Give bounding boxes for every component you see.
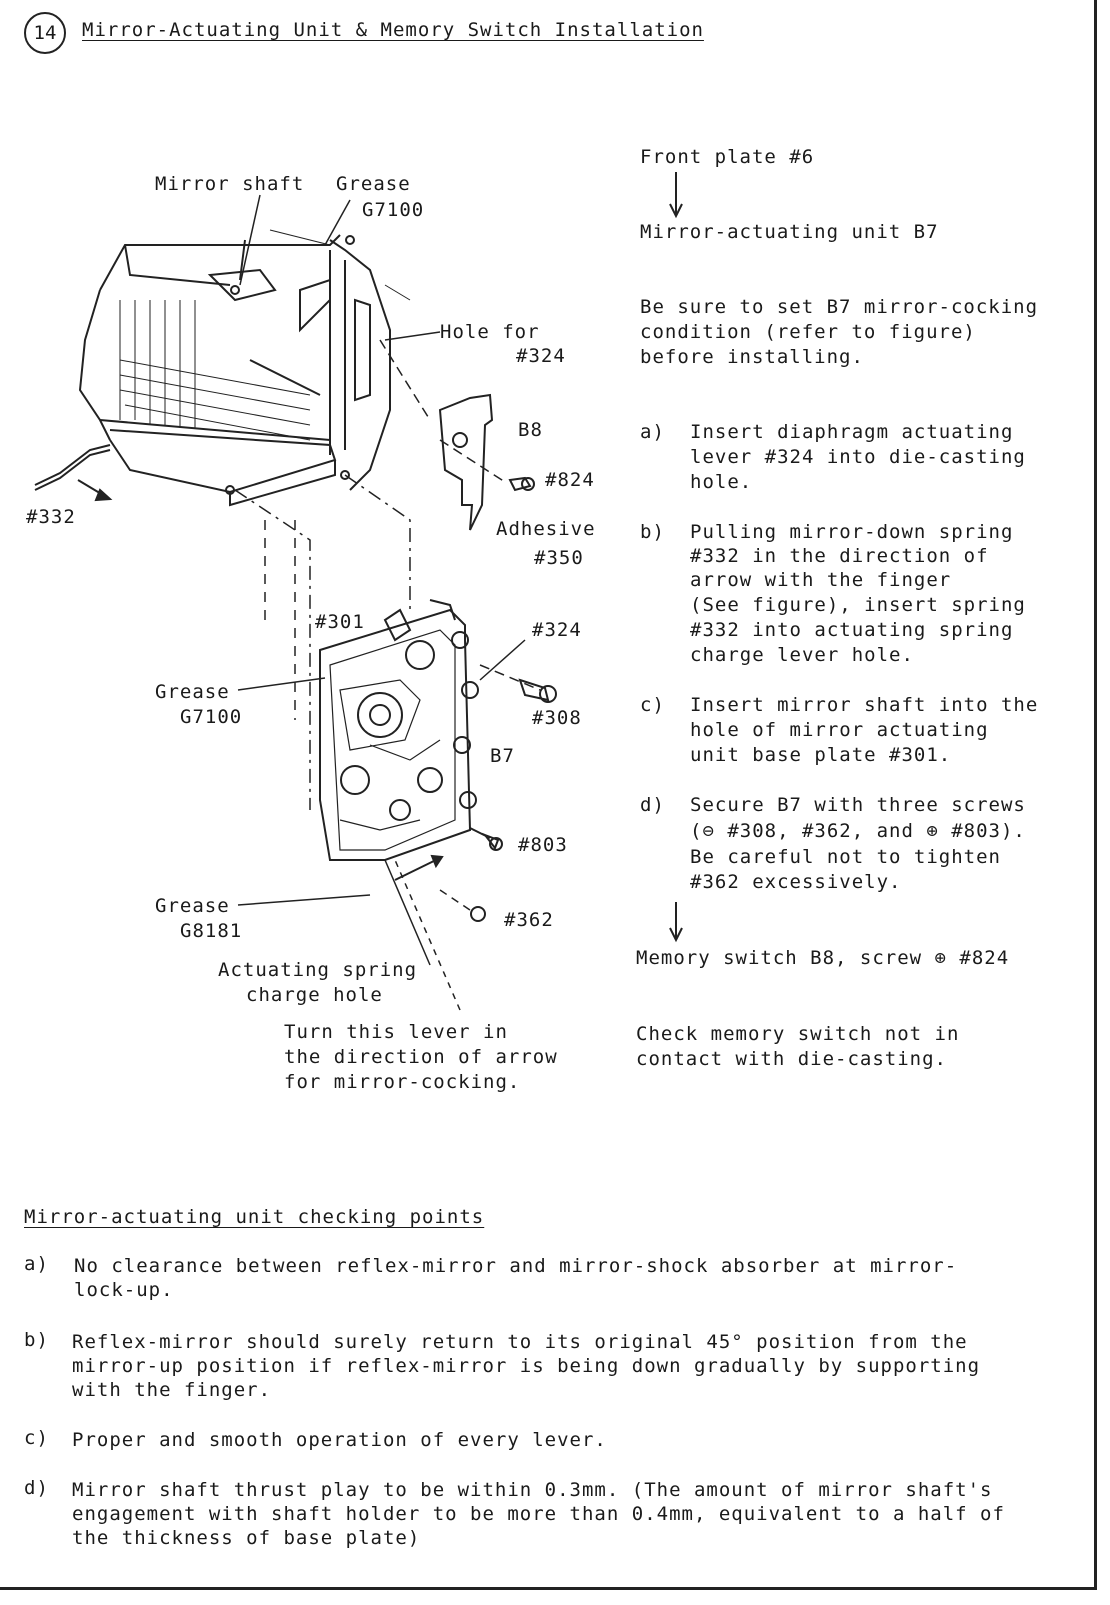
label-grease-low: Grease [155,895,230,917]
label-part-324: #324 [532,619,582,641]
procedure-memory-switch: Memory switch B8, screw ⊕ #824 [636,947,1010,969]
step-a-line-3: hole. [690,471,753,493]
step-d-line-4: #362 excessively. [690,871,902,893]
label-b8: B8 [518,419,543,441]
step-number-badge: 14 [24,12,66,54]
step-b-line-4: (See figure), insert spring [690,594,1026,616]
step-b-line-6: charge lever hole. [690,644,914,666]
label-turn-lever-1: Turn this lever in [284,1021,508,1043]
page-frame [0,0,1097,1590]
label-mirror-shaft: Mirror shaft [155,173,305,195]
label-charge-hole: charge hole [246,984,383,1006]
page-title: Mirror-Actuating Unit & Memory Switch In… [82,19,704,41]
check-item-c-letter: c) [24,1427,49,1449]
step-d-line-2: (⊖ #308, #362, and ⊕ #803). [690,820,1026,842]
label-grease-top: Grease [336,173,411,195]
step-d-line-3: Be careful not to tighten [690,846,1001,868]
procedure-note-line-1: Be sure to set B7 mirror-cocking [640,296,1039,318]
procedure-mirror-unit: Mirror-actuating unit B7 [640,221,939,243]
label-hole-for: Hole for [440,321,540,343]
procedure-front-plate: Front plate #6 [640,146,815,168]
label-turn-lever-2: the direction of arrow [284,1046,558,1068]
label-adhesive-num: #350 [534,547,584,569]
step-d-line-1: Secure B7 with three screws [690,794,1026,816]
label-part-308: #308 [532,707,582,729]
label-part-301: #301 [315,611,365,633]
step-c-line-1: Insert mirror shaft into the [690,694,1039,716]
step-b-letter: b) [640,521,665,543]
step-b-line-1: Pulling mirror-down spring [690,521,1014,543]
step-c-line-2: hole of mirror actuating [690,719,989,741]
step-a-line-2: lever #324 into die-casting [690,446,1026,468]
step-c-line-3: unit base plate #301. [690,744,952,766]
step-b-line-2: #332 in the direction of [690,545,989,567]
procedure-note-line-3: before installing. [640,346,864,368]
procedure-check-line-2: contact with die-casting. [636,1048,947,1070]
label-grease-top-code: G7100 [362,199,425,221]
label-turn-lever-3: for mirror-cocking. [284,1071,521,1093]
check-item-a-text: No clearance between reflex-mirror and m… [74,1255,958,1301]
label-screw-803: #803 [518,834,568,856]
check-item-b-text: Reflex-mirror should surely return to it… [72,1331,981,1401]
label-adhesive: Adhesive [496,518,596,540]
check-item-d-letter: d) [24,1477,49,1499]
label-grease-mid: Grease [155,681,230,703]
label-actuating-spring: Actuating spring [218,959,418,981]
label-b7: B7 [490,745,515,767]
step-a-letter: a) [640,421,665,443]
label-part-332: #332 [26,506,76,528]
step-d-letter: d) [640,794,665,816]
checking-section-title: Mirror-actuating unit checking points [24,1206,485,1228]
label-grease-low-code: G8181 [180,920,243,942]
procedure-check-line-1: Check memory switch not in [636,1023,960,1045]
step-c-letter: c) [640,694,665,716]
label-hole-for-num: #324 [516,345,566,367]
procedure-note-line-2: condition (refer to figure) [640,321,976,343]
check-item-d-text: Mirror shaft thrust play to be within 0.… [72,1479,1005,1549]
check-item-a-letter: a) [24,1253,49,1275]
step-b-line-3: arrow with the finger [690,569,952,591]
label-screw-362: #362 [504,909,554,931]
step-b-line-5: #332 into actuating spring [690,619,1014,641]
check-item-b-letter: b) [24,1329,49,1351]
label-grease-mid-code: G7100 [180,706,243,728]
check-item-c-text: Proper and smooth operation of every lev… [72,1429,607,1451]
label-screw-824: #824 [545,469,595,491]
step-a-line-1: Insert diaphragm actuating [690,421,1014,443]
